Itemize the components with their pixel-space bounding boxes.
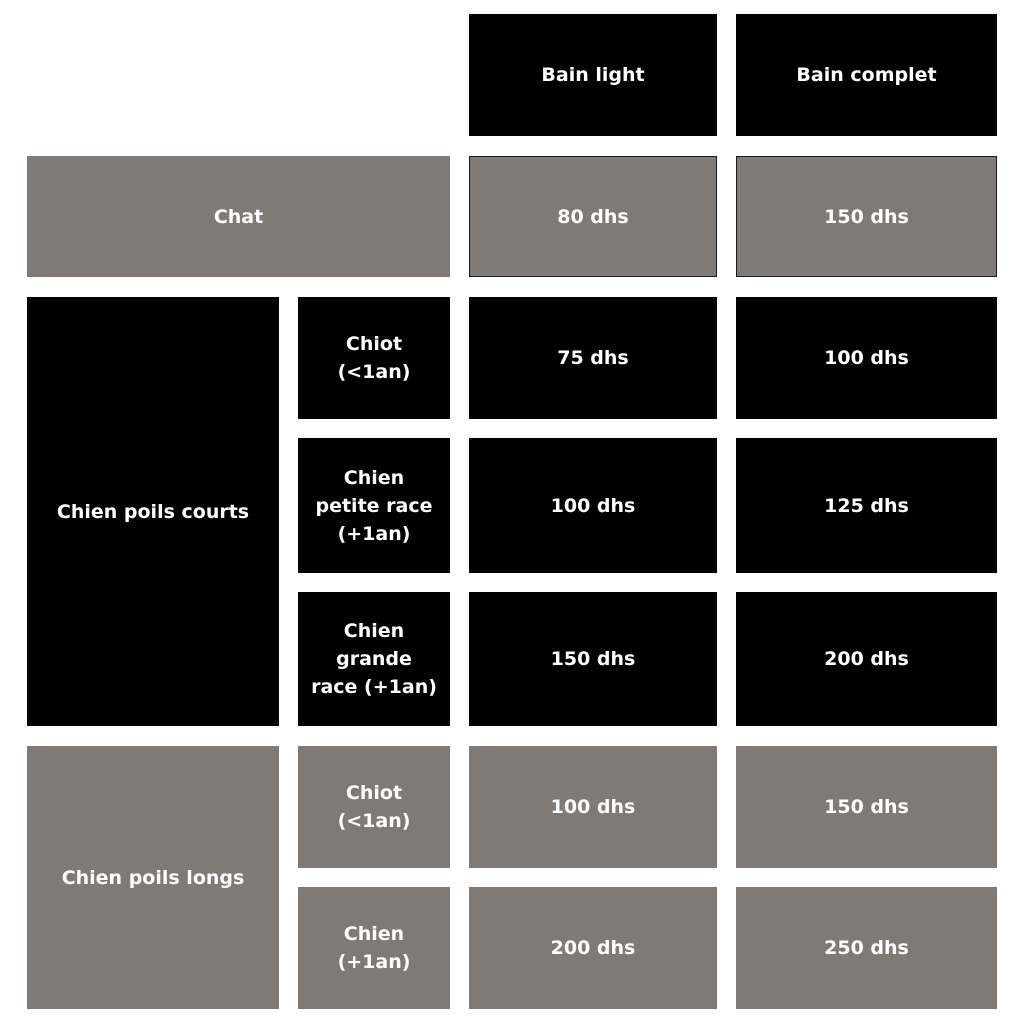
chien-poils-longs-label: Chien poils longs xyxy=(61,866,245,889)
price-chat-light: 80 dhs xyxy=(557,205,629,228)
price-long-chien-light: 200 dhs xyxy=(550,937,636,959)
price-cell-long-chiot-light: 100 dhs xyxy=(469,746,717,868)
short-petite-race-label: Chien petite race (+1an) xyxy=(315,466,433,545)
price-cell-chat-light: 80 dhs xyxy=(469,156,717,277)
row-label-chat: Chat xyxy=(27,156,450,277)
header-bain-light-label: Bain light xyxy=(541,64,645,86)
sub-label-short-chiot: Chiot (<1an) xyxy=(298,297,450,419)
price-long-chien-complet: 250 dhs xyxy=(824,937,909,959)
header-bain-complet-label: Bain complet xyxy=(796,64,937,86)
price-cell-short-grande-race-light: 150 dhs xyxy=(469,592,717,726)
price-cell-short-grande-race-complet: 200 dhs xyxy=(736,592,997,726)
price-long-chiot-complet: 150 dhs xyxy=(824,796,909,818)
price-cell-short-chiot-light: 75 dhs xyxy=(469,297,717,419)
group-label-chien-poils-courts: Chien poils courts xyxy=(27,297,279,726)
price-cell-short-petite-race-complet: 125 dhs xyxy=(736,438,997,573)
long-chiot-label: Chiot (<1an) xyxy=(337,782,411,832)
sub-label-short-grande-race: Chien grande race (+1an) xyxy=(298,592,450,726)
price-short-grande-race-light: 150 dhs xyxy=(550,648,636,670)
price-cell-short-chiot-complet: 100 dhs xyxy=(736,297,997,419)
header-bain-complet: Bain complet xyxy=(736,14,997,136)
price-short-grande-race-complet: 200 dhs xyxy=(824,648,909,670)
price-short-petite-race-light: 100 dhs xyxy=(550,494,636,517)
short-chiot-label: Chiot (<1an) xyxy=(337,333,411,383)
price-cell-chat-complet: 150 dhs xyxy=(736,156,997,277)
chien-poils-courts-label: Chien poils courts xyxy=(56,500,250,523)
price-short-chiot-light: 75 dhs xyxy=(557,347,629,369)
sub-label-long-chien: Chien (+1an) xyxy=(298,887,450,1009)
sub-label-short-petite-race: Chien petite race (+1an) xyxy=(298,438,450,573)
price-short-chiot-complet: 100 dhs xyxy=(824,347,909,369)
price-cell-short-petite-race-light: 100 dhs xyxy=(469,438,717,573)
price-cell-long-chien-light: 200 dhs xyxy=(469,887,717,1009)
price-cell-long-chien-complet: 250 dhs xyxy=(736,887,997,1009)
header-bain-light: Bain light xyxy=(469,14,717,136)
price-chat-complet: 150 dhs xyxy=(824,205,909,228)
price-long-chiot-light: 100 dhs xyxy=(550,796,636,818)
sub-label-long-chiot: Chiot (<1an) xyxy=(298,746,450,868)
chat-label: Chat xyxy=(213,205,264,228)
price-cell-long-chiot-complet: 150 dhs xyxy=(736,746,997,868)
group-label-chien-poils-longs: Chien poils longs xyxy=(27,746,279,1009)
price-short-petite-race-complet: 125 dhs xyxy=(824,494,909,517)
short-grande-race-label: Chien grande race (+1an) xyxy=(311,620,437,698)
long-chien-label: Chien (+1an) xyxy=(337,923,411,973)
